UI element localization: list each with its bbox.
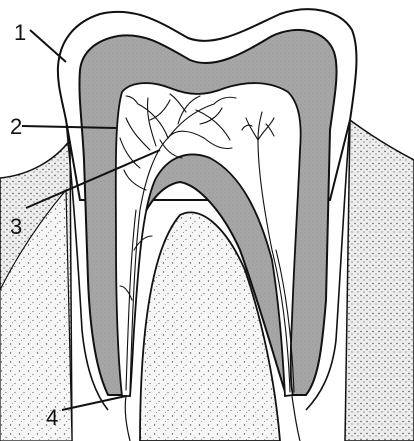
callout-label-1: 1 <box>14 20 26 45</box>
gum-tissue-right <box>345 120 414 441</box>
leader-line-1 <box>30 30 66 62</box>
callout-label-2: 2 <box>10 114 22 139</box>
apex-vessel-right <box>292 396 300 441</box>
callout-label-3: 3 <box>10 214 22 239</box>
callout-label-4: 4 <box>46 405 58 430</box>
apex-vessel-left <box>125 396 130 441</box>
